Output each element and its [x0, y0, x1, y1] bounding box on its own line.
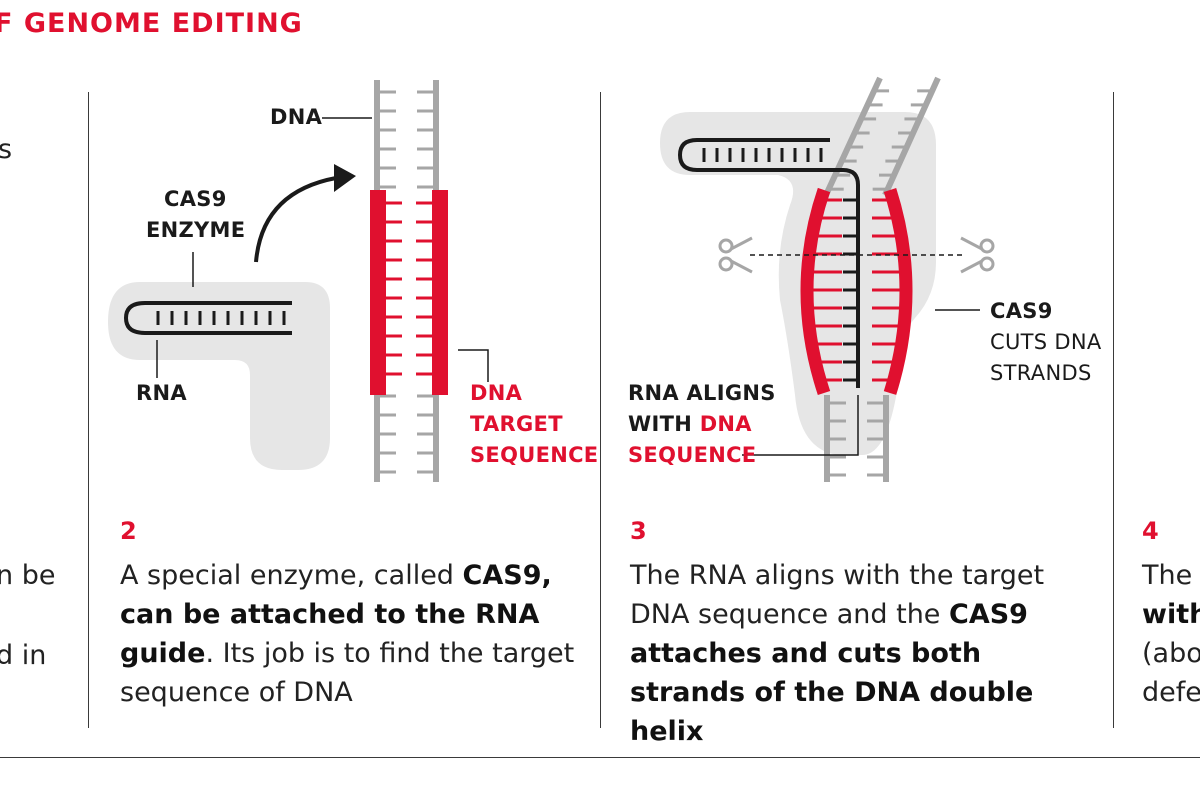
scissors-icon-left [718, 236, 753, 274]
column-divider [1113, 92, 1114, 728]
cuts-label-2: STRANDS [990, 361, 1092, 385]
dna-label: DNA [270, 105, 323, 129]
arrow-head [334, 164, 356, 192]
step4-line-1: The [1142, 560, 1193, 591]
step2-description: A special enzyme, called CAS9, can be at… [120, 560, 575, 708]
target-segment-left [370, 190, 386, 395]
target-segment-right [432, 190, 448, 395]
step4-line-3: (abo [1142, 638, 1200, 669]
step-number-2: 2 [120, 517, 137, 545]
target-leader [458, 349, 489, 382]
rna-hairpin [123, 301, 292, 335]
step-number-3: 3 [630, 517, 647, 545]
strand-in-left [823, 76, 883, 197]
dna-ladder-2 [370, 80, 448, 482]
column-divider [600, 92, 601, 728]
step4-line-4: defe [1142, 677, 1200, 708]
step3-description: The RNA aligns with the target DNA seque… [630, 560, 1045, 747]
scissors-icon-right [960, 236, 995, 274]
target-label-3: SEQUENCE [470, 443, 599, 467]
cas9-label: CAS9 [164, 187, 227, 211]
align-label-2: WITH DNA [628, 412, 752, 436]
cas9-enzyme-blob [108, 282, 330, 470]
align-label-3: SEQUENCE [628, 443, 757, 467]
cas9-blob-3 [660, 112, 936, 455]
rna-teeth [156, 311, 286, 325]
rna-guide-3 [677, 138, 860, 388]
left-fragment-a: s [0, 134, 13, 165]
left-fragment-b: n be [0, 560, 56, 591]
rna-label: RNA [136, 381, 187, 405]
target-label-1: DNA [470, 381, 523, 405]
cas9-cut-label: CAS9 [990, 299, 1053, 323]
target-label-2: TARGET [470, 412, 563, 436]
left-fragment-c: d in [0, 640, 47, 671]
column-divider [88, 92, 89, 728]
step4-line-2: with [1142, 599, 1200, 630]
cuts-label-1: CUTS DNA [990, 330, 1102, 354]
enzyme-label: ENZYME [146, 218, 246, 242]
arrow-curve [254, 176, 337, 263]
align-label-1: RNA ALIGNS [628, 381, 776, 405]
cas9-arc-left [800, 187, 831, 396]
step-number-4: 4 [1142, 517, 1159, 545]
bottom-rule [0, 757, 1200, 758]
cas9-arc-right [883, 188, 913, 395]
align-leader [742, 395, 859, 456]
page-title: F GENOME EDITING [0, 8, 303, 39]
